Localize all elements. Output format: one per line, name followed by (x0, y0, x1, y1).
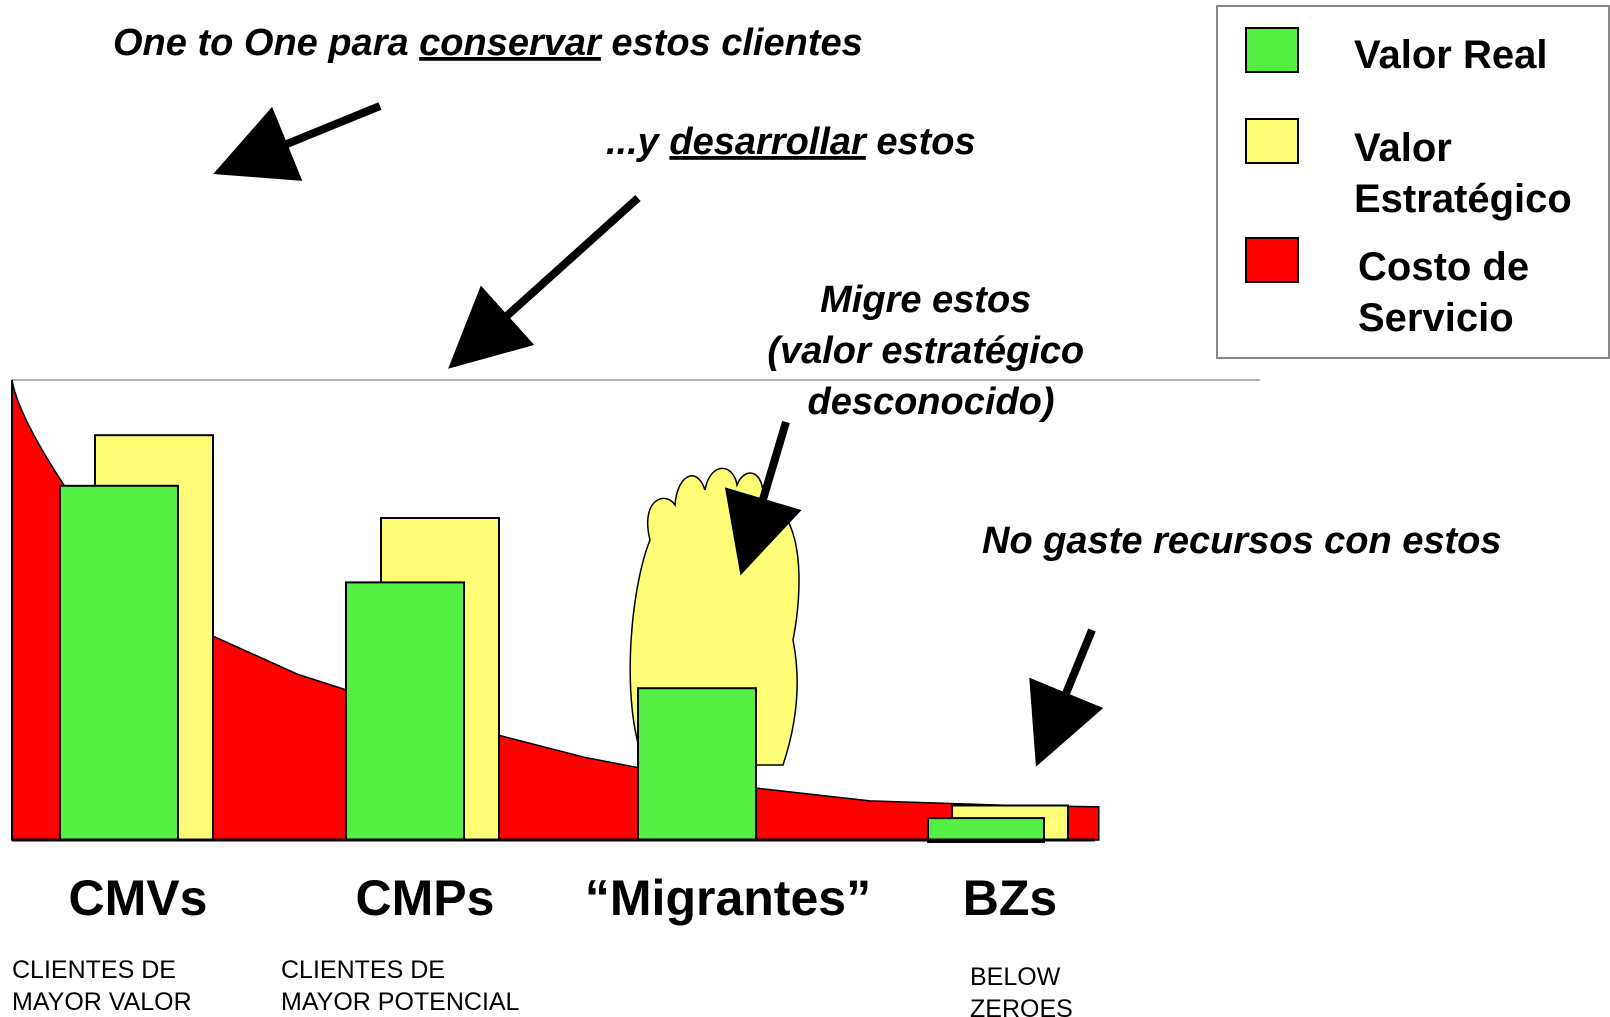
category-subtitle: MAYOR POTENCIAL (281, 988, 520, 1016)
arrow-to-cmvs (213, 102, 382, 181)
category-subtitle: CLIENTES DE (12, 956, 176, 984)
category-label: BZs (963, 870, 1057, 926)
arrow-to-cmps (448, 195, 641, 369)
bar-real-cmvs (59, 484, 179, 841)
arrow-to-migrantes (724, 420, 802, 576)
bar-real-migrantes (637, 687, 757, 842)
annotation-desarrollar: ...y desarrollar estos (606, 121, 976, 163)
legend-swatch (1245, 27, 1299, 73)
legend-label: Valor (1354, 126, 1452, 170)
annotation-no-gaste: No gaste recursos con estos (982, 520, 1502, 562)
arrow-to-bzs (1029, 628, 1104, 767)
category-subtitle: CLIENTES DE (281, 956, 445, 984)
legend-label: Estratégico (1354, 177, 1572, 221)
legend-swatch (1245, 118, 1299, 164)
bar-real-cmps (345, 581, 465, 842)
annotation-conservar: One to One para conservar estos clientes (113, 22, 863, 64)
category-label: CMPs (356, 870, 495, 926)
legend-swatch (1245, 237, 1299, 283)
category-label: “Migrantes” (585, 870, 871, 926)
category-subtitle: ZEROES (970, 995, 1073, 1017)
legend-label: Valor Real (1354, 33, 1547, 77)
legend-label: Costo de (1358, 245, 1529, 289)
category-label: CMVs (69, 870, 208, 926)
category-subtitle: BELOW (970, 963, 1061, 991)
annotation-migre: Migre estos (valor estratégico desconoci… (767, 279, 1094, 423)
legend-label: Servicio (1358, 296, 1514, 340)
bar-real-bzs (927, 817, 1045, 844)
category-subtitle: MAYOR VALOR (12, 988, 192, 1016)
